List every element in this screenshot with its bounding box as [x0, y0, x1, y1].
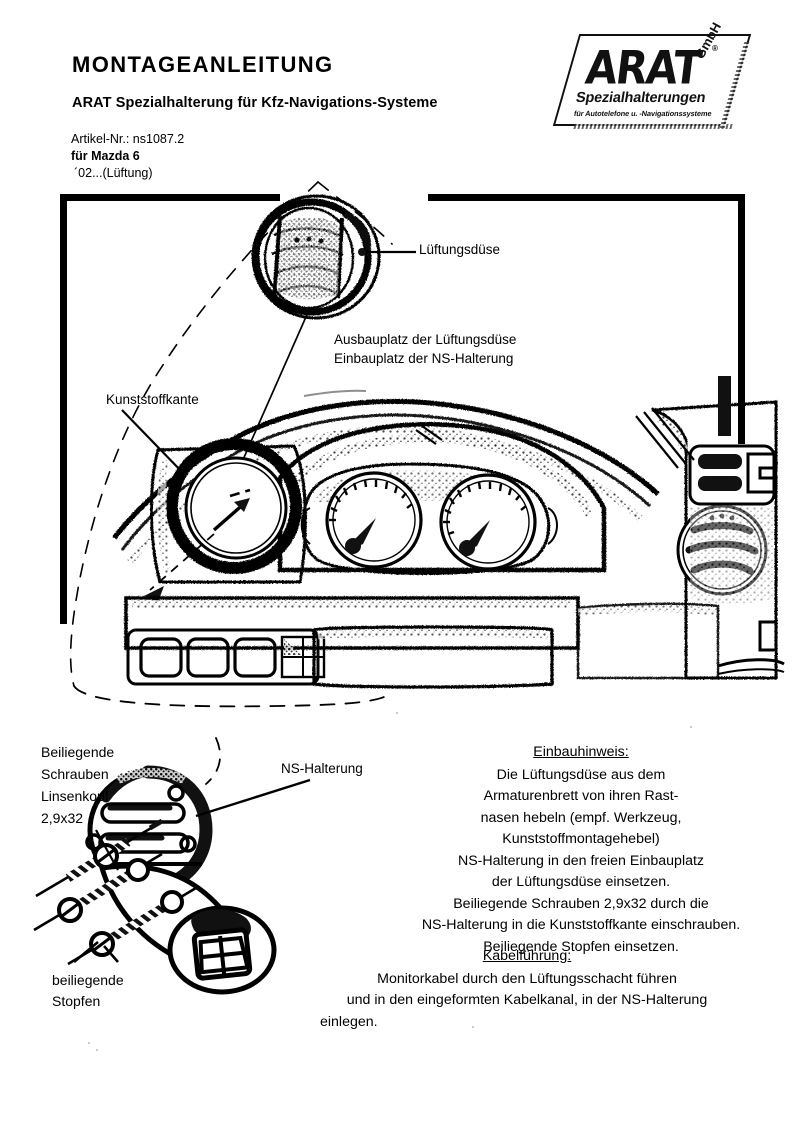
dashed-connector: [205, 737, 221, 785]
stray-pencil-mark: [303, 389, 367, 397]
monitor-mount-plate: [167, 905, 277, 995]
vehicle-model: für Mazda 6: [71, 149, 140, 163]
label-plugs-line-1: beiliegende: [52, 972, 124, 988]
console-button: [233, 637, 277, 678]
install-line: NS-Halterung in den freien Einbauplatz: [457, 852, 705, 869]
install-instructions: Einbauhinweis: Die Lüftungsdüse aus dem …: [392, 742, 770, 958]
scan-speck: [96, 1049, 98, 1051]
label-screws-line-3: Linsenkopf: [41, 788, 109, 804]
label-supplied-screws: Beiliegende Schrauben Linsenkopf 2,9x32: [41, 741, 161, 829]
console-button: [139, 637, 183, 678]
page-subtitle: ARAT Spezialhalterung für Kfz-Navigation…: [72, 95, 438, 111]
hatching-strokes: [415, 407, 695, 469]
vehicle-variant: ´02...(Lüftung): [74, 166, 153, 180]
dashboard-illustration: [18, 178, 785, 718]
door-switch: [698, 454, 742, 469]
logo-tagline-2: für Autotelefone u. -Navigationssysteme: [573, 109, 713, 118]
dashed-guide-curve: [69, 181, 393, 687]
label-plugs-line-2: Stopfen: [52, 993, 101, 1009]
leader-vent-nozzle: [358, 248, 416, 256]
screw: [35, 818, 164, 898]
cabling-line: und in den eingeformten Kabelkanal, in d…: [346, 992, 708, 1008]
install-line: Die Lüftungsdüse aus dem: [496, 766, 666, 783]
right-side-panel: [651, 376, 785, 680]
label-removal-place: Ausbauplatz der Lüftungsdüse: [334, 332, 517, 347]
install-line: NS-Halterung in die Kunststoffkante eins…: [421, 917, 741, 933]
label-screws-line-2: Schrauben: [41, 766, 109, 782]
screw: [33, 852, 163, 932]
arat-logo: ARAT ® GmbH Spezialhalterungen für Autot…: [552, 20, 752, 132]
dashboard-body: [112, 376, 785, 689]
screws-group: [33, 818, 197, 966]
leader-plugs: [73, 941, 119, 963]
install-direction-arrow: [212, 488, 251, 532]
cabling-line: Monitorkabel durch den Lüftungsschacht f…: [377, 970, 677, 987]
install-line: nasen hebeln (empf. Werkzeug,: [480, 809, 682, 826]
registered-mark-icon: ®: [712, 44, 718, 53]
gauge-right: [439, 473, 537, 571]
page-title: MONTAGEANLEITUNG: [72, 52, 334, 77]
scan-speck: [396, 712, 398, 714]
install-instructions-heading: Einbauhinweis:: [533, 744, 629, 760]
label-screws-line-1: Beiliegende: [41, 744, 115, 760]
scan-speck: [472, 1026, 474, 1028]
label-plastic-edge: Kunststoffkante: [106, 392, 199, 407]
cabling-instructions-heading: Kabelführung:: [482, 948, 572, 964]
bracket-drawing: [33, 737, 311, 995]
install-line: Armaturenbrett von ihren Rast-: [483, 788, 679, 804]
cabling-instructions-body: Monitorkabel durch den Lüftungsschacht f…: [292, 969, 762, 1034]
door-switch: [698, 476, 742, 491]
mirror-switch: [746, 452, 776, 494]
install-line: Beiliegende Stopfen einsetzen.: [483, 938, 679, 955]
install-instructions-body: Die Lüftungsdüse aus dem Armaturenbrett …: [392, 765, 770, 959]
dashboard-drawing: [60, 181, 785, 708]
article-meta: Artikel-Nr.: ns1087.2 für Mazda 6 ´02...…: [71, 131, 184, 182]
scan-speck: [88, 1042, 90, 1044]
cabling-instructions: Kabelführung: Monitorkabel durch den Lüf…: [292, 946, 762, 1033]
logo-tagline-1: Spezialhalterungen: [574, 90, 707, 106]
install-line: Kunststoffmontagehebel): [502, 831, 660, 847]
label-ns-bracket: NS-Halterung: [281, 761, 363, 776]
label-removal-install-place: Ausbauplatz der Lüftungsdüse Einbauplatz…: [334, 330, 516, 368]
bracket-screw-hole: [179, 835, 197, 853]
bracket-screw-hole: [167, 784, 185, 802]
vent-nozzle-detail: [251, 194, 381, 320]
gauge-left: [325, 471, 423, 569]
console-button: [186, 637, 230, 678]
dashed-guide-lower: [73, 685, 391, 708]
label-supplied-plugs: beiliegende Stopfen: [52, 970, 182, 1012]
logo-content: ARAT ® GmbH Spezialhalterungen für Autot…: [566, 20, 744, 132]
label-screws-size: 2,9x32: [41, 810, 84, 826]
console-button-row: [126, 628, 326, 686]
label-vent-nozzle: Lüftungsdüse: [419, 242, 501, 257]
gauge-right-ticks: [443, 481, 527, 536]
install-line: der Lüftungsdüse einsetzen.: [491, 874, 671, 890]
logo-brand-text: ARAT: [582, 41, 704, 95]
scan-speck: [690, 726, 692, 728]
leader-ns-bracket: [195, 778, 311, 818]
bracket-screw-hole: [85, 833, 103, 851]
article-number: Artikel-Nr.: ns1087.2: [71, 132, 185, 146]
instrument-cluster: [300, 462, 558, 575]
label-install-place: Einbauplatz der NS-Halterung: [334, 351, 514, 366]
vent-opening-left: [144, 438, 302, 602]
bracket-illustration: [10, 718, 340, 1048]
leader-screws: [95, 829, 119, 871]
gauge-left-ticks: [329, 479, 413, 522]
leader-plastic-edge: [121, 409, 185, 475]
install-line: Beiliegende Schrauben 2,9x32 durch die: [453, 895, 709, 912]
screw: [67, 886, 197, 966]
frame-border: [60, 194, 745, 624]
cabling-line: einlegen.: [320, 1013, 378, 1030]
